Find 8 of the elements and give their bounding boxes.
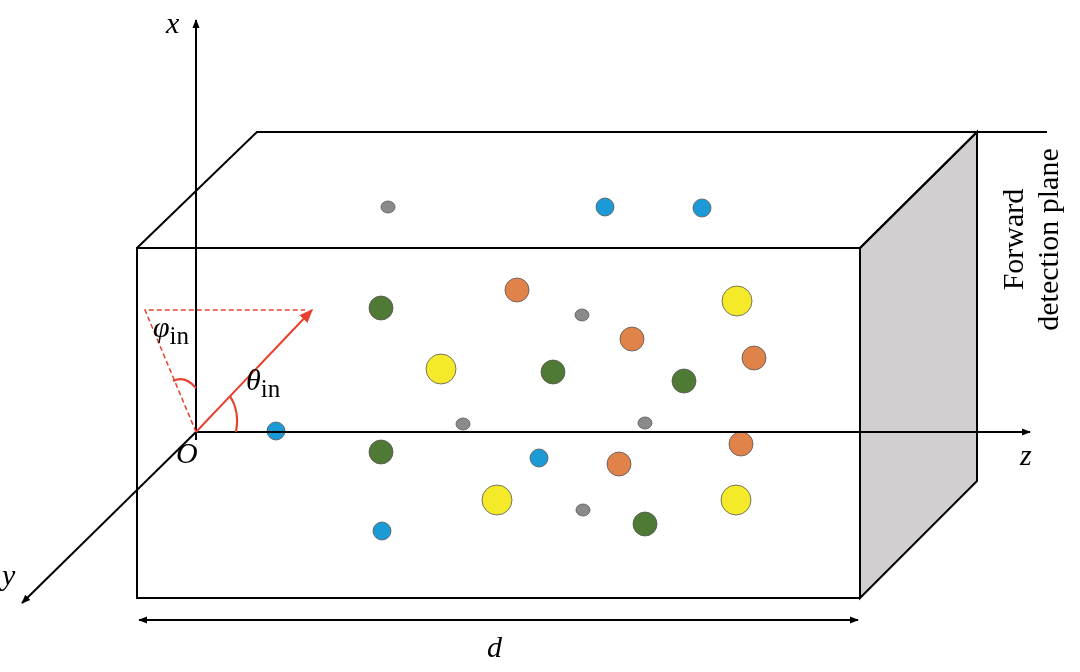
origin-label: O: [176, 438, 198, 468]
axis-label: y: [2, 560, 16, 590]
angle-label: φ$_{in}$: [153, 312, 190, 348]
axis-label: z: [1020, 440, 1032, 470]
axis-label: x: [166, 8, 180, 38]
dimension-label: d: [487, 632, 502, 662]
plane-label: Forward detection plane: [995, 147, 1065, 333]
angle-label: θ$_{in}$: [246, 365, 281, 401]
